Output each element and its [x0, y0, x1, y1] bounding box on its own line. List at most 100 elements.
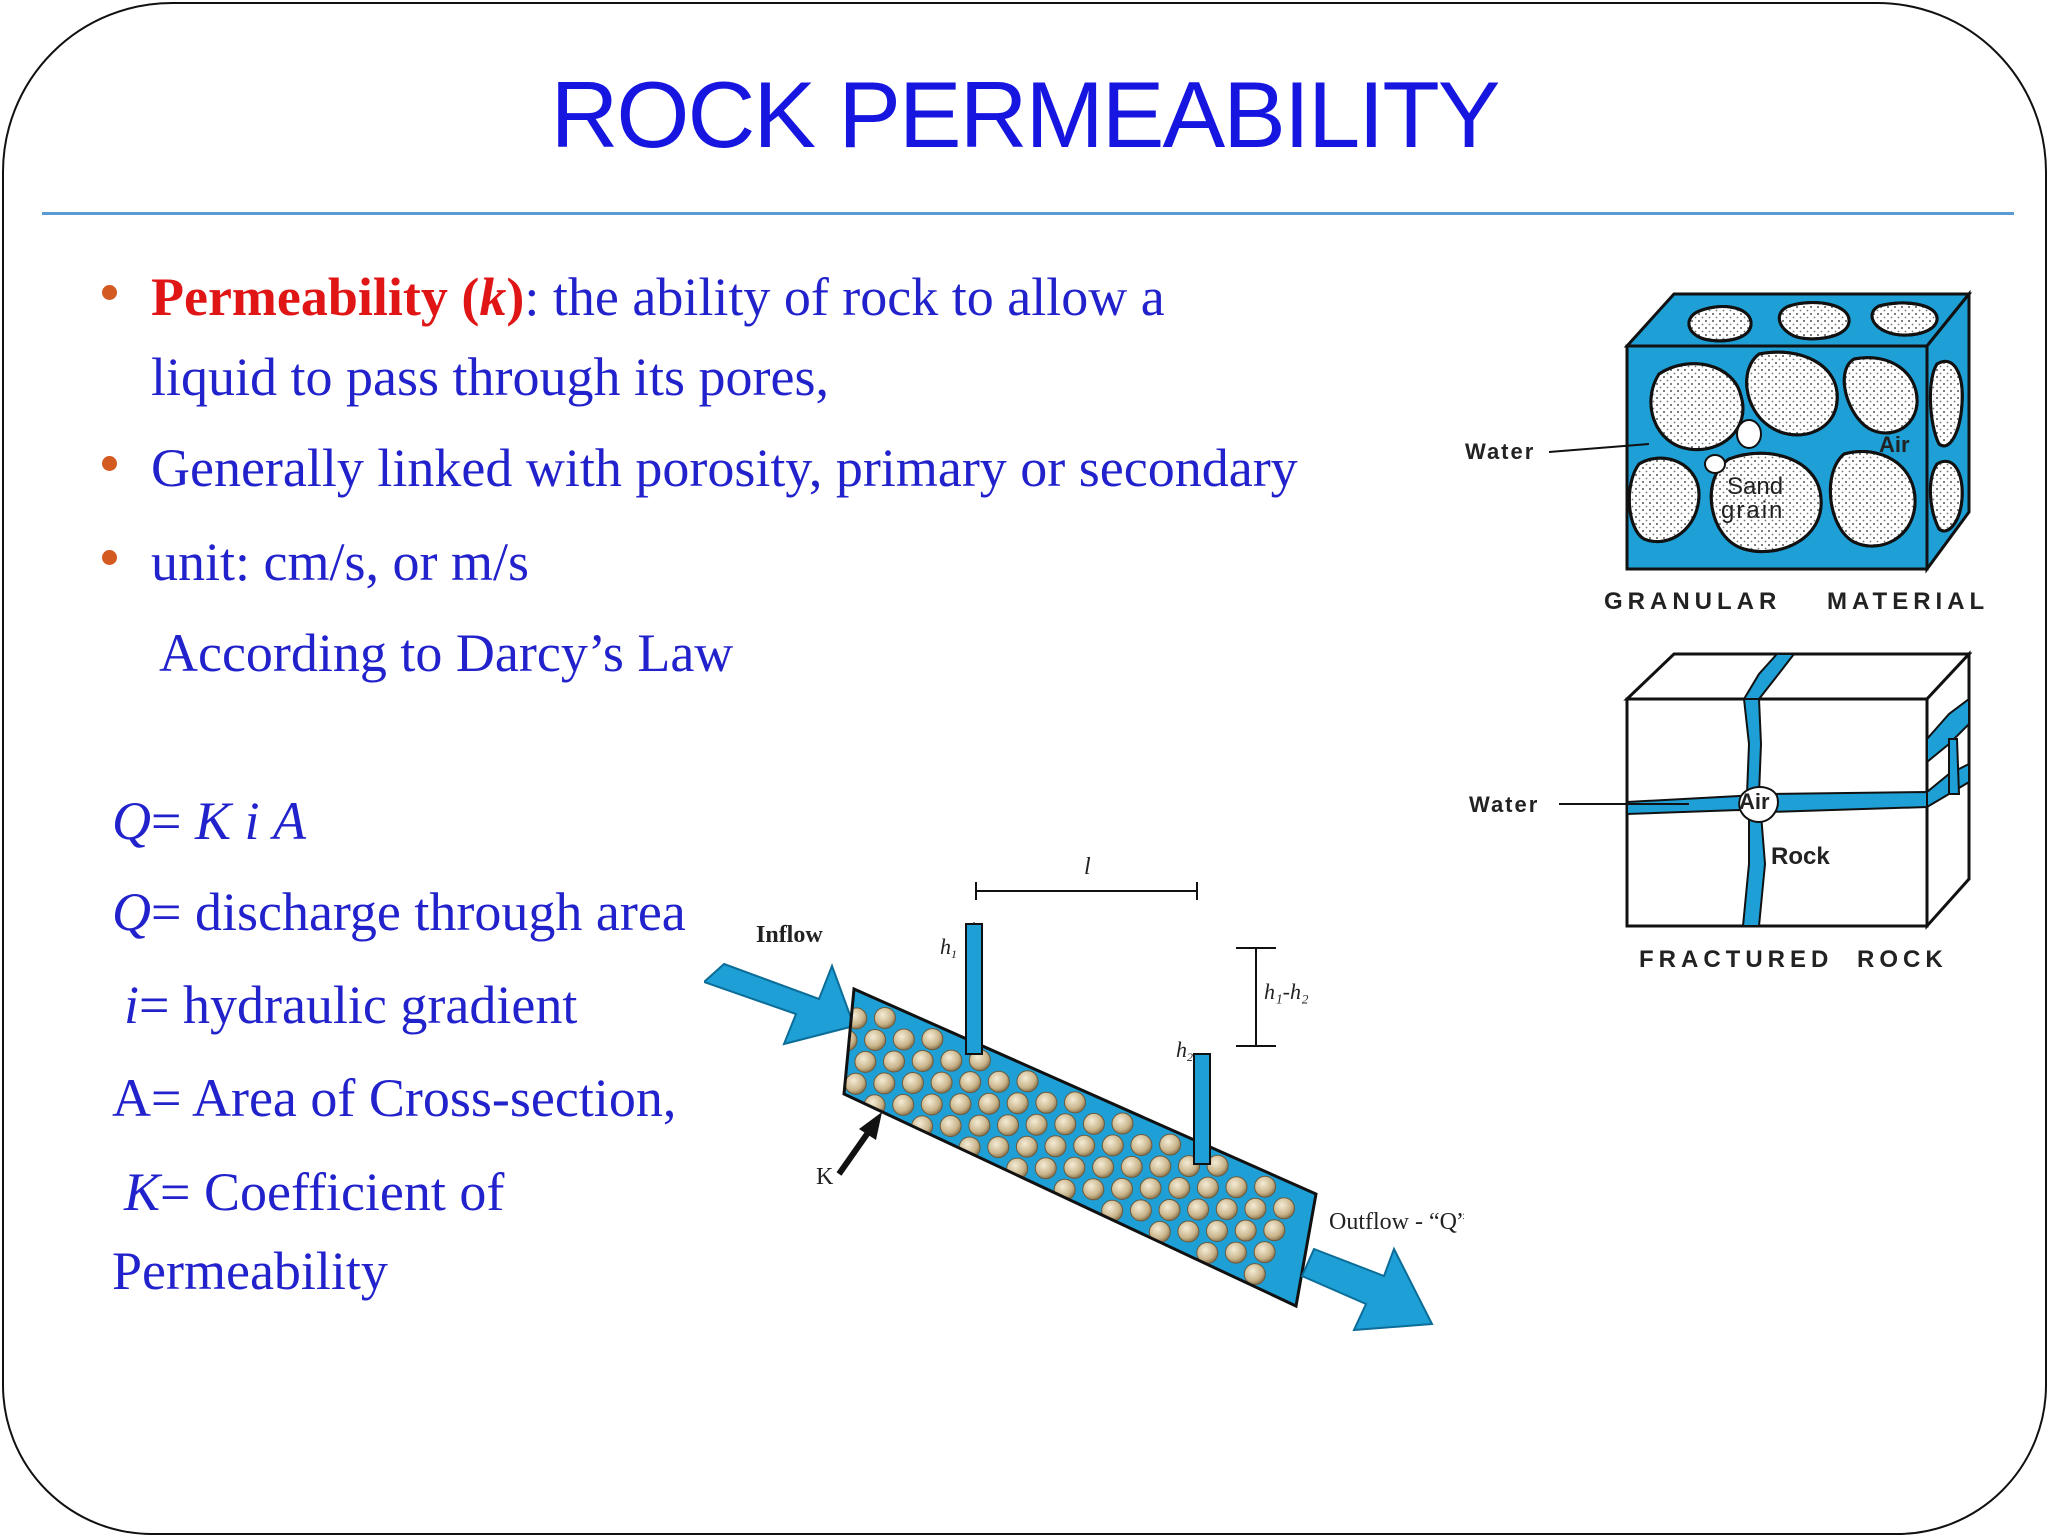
sand-grain [1215, 1198, 1238, 1221]
sand-grain [930, 1071, 953, 1094]
definition-k-continuation: Permeability [112, 1241, 388, 1301]
bullet-permeability: Permeability (k): the ability of rock to… [102, 257, 1165, 417]
water-label: Water [1465, 439, 1535, 464]
standpipe-1 [965, 923, 983, 1055]
grain-label: grain [1721, 497, 1784, 524]
definition-q-text: = discharge through area [151, 882, 686, 942]
h2-label: h2 [1176, 1037, 1193, 1064]
bullet-text: unit: cm/s, or m/s [151, 532, 529, 592]
outflow-label: Outflow - “Q” [1329, 1209, 1464, 1235]
sand-grain [987, 1136, 1010, 1159]
water-leader-line [1548, 443, 1650, 453]
sand-grain [892, 1028, 915, 1051]
sand-grain [1206, 1220, 1228, 1242]
formula-i: i [244, 791, 260, 851]
bullet-text: Permeability (k): the ability of rock to… [151, 257, 1165, 417]
air-label: Air [1739, 789, 1770, 814]
sand-grains [817, 1007, 1295, 1286]
darcy-law-heading: According to Darcy’s Law [159, 623, 734, 683]
definition-k: K= Coefficient of [124, 1161, 504, 1223]
sand-grain [1016, 1070, 1039, 1093]
sand-grain [901, 1072, 924, 1094]
sand-grain [1244, 1197, 1267, 1220]
sand-grain [949, 1093, 972, 1116]
sand-grain [1082, 1178, 1105, 1201]
bullet-unit: unit: cm/s, or m/s [102, 522, 529, 602]
sand-grain [892, 1093, 915, 1116]
sand-grain [1187, 1198, 1210, 1221]
definition-i: i= hydraulic gradient [124, 974, 577, 1036]
sand-grain [1064, 1091, 1086, 1114]
sand-grain [1034, 1157, 1057, 1180]
air-bubble [1736, 419, 1762, 449]
air-bubble [1704, 454, 1726, 474]
bullet-text: Generally linked with porosity, primary … [151, 438, 1298, 498]
head-diff-label: h₁-h₂ [1264, 979, 1309, 1004]
k-label: K [816, 1164, 834, 1190]
sand-grain [911, 1050, 934, 1072]
sand-grain [873, 1007, 896, 1029]
sand-grain [1273, 1197, 1295, 1220]
sand-grain [817, 1074, 838, 1095]
symbol-a: A [112, 1068, 151, 1128]
sand-grain [1044, 1135, 1067, 1158]
cube-top [1623, 652, 1973, 701]
air-pocket [1738, 786, 1779, 824]
sand-grain [1253, 1241, 1276, 1264]
definition-i-text: = hydraulic gradient [139, 975, 578, 1035]
sand-grain [844, 1051, 848, 1074]
darcy-formula: Q= K i A [112, 790, 306, 852]
sand-grain [997, 1114, 1019, 1137]
sand-grain [1092, 1156, 1115, 1179]
sand-grain [1035, 1091, 1058, 1114]
definition-a: A= Area of Cross-section, [112, 1067, 676, 1129]
sand-grain [987, 1070, 1010, 1093]
sand-grain [1234, 1219, 1257, 1242]
definition-q: Q= discharge through area [112, 881, 686, 943]
sand-grain [883, 1050, 905, 1073]
sand-grain [920, 1093, 943, 1116]
sand-grain [978, 1092, 1001, 1115]
caption-material: MATERIAL [1827, 588, 1989, 615]
sand-grain [864, 1029, 887, 1051]
standpipe-2 [1193, 1053, 1211, 1165]
sand-grain [1254, 1175, 1277, 1198]
sand-grain [1101, 1134, 1124, 1157]
sand-grain [968, 1114, 991, 1137]
bullet-dot [102, 456, 117, 471]
formula-equals: = [151, 791, 195, 851]
sand-grain [1082, 1112, 1105, 1135]
term-paren-open: ( [447, 267, 480, 327]
sand-grain [1025, 1113, 1048, 1136]
darcy-apparatus-figure: Inflow l h1 h2 h₁-h₂ K Outflow - “Q” [704, 854, 1464, 1332]
inflow-arrow [704, 962, 856, 1046]
rock-label: Rock [1771, 843, 1830, 870]
water-label: Water [1469, 792, 1539, 817]
sand-grain [1263, 1219, 1286, 1242]
sand-grain [1111, 1177, 1133, 1200]
sand-grains [1627, 301, 1964, 554]
sand-grain [873, 1072, 896, 1095]
bullet-dot [102, 285, 117, 300]
inflow-label: Inflow [756, 922, 823, 948]
sand-grain [1054, 1113, 1077, 1136]
title-divider [42, 212, 2014, 215]
definition-text: : the ability of rock to allow a [524, 267, 1165, 327]
sand-grain [1015, 1135, 1038, 1158]
formula-q: Q [112, 791, 151, 851]
sand-grain [1139, 1177, 1162, 1200]
sand-grain [921, 1028, 944, 1051]
sand-grain [1206, 1154, 1229, 1177]
term-paren-close: ) [506, 267, 525, 327]
sand-grain [1243, 1263, 1266, 1286]
formula-a: A [273, 791, 307, 851]
caption-fractured: FRACTURED [1639, 946, 1833, 973]
sand-grain [854, 1050, 877, 1073]
sand-grain [1073, 1134, 1096, 1157]
sand-grain [1168, 1177, 1191, 1199]
slide-title: ROCK PERMEABILITY [550, 62, 1501, 167]
formula-k: K [194, 791, 231, 851]
k-pointer-arrow [836, 1125, 875, 1176]
sand-grain [1149, 1155, 1172, 1178]
bullet-dot [102, 550, 117, 565]
